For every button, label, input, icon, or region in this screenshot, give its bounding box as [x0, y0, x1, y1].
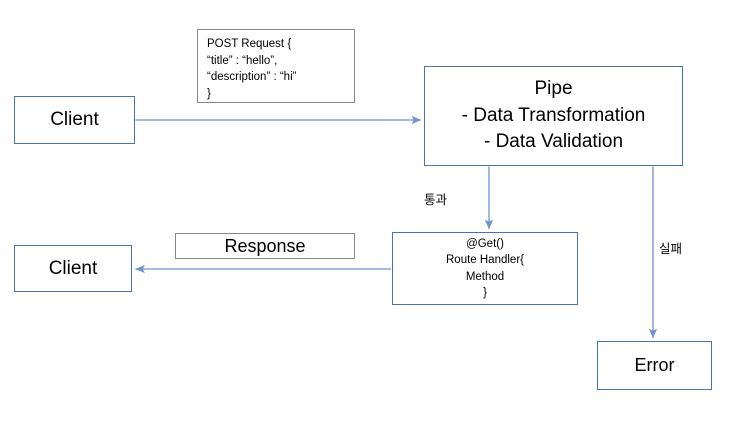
node-error[interactable]: Error: [597, 341, 712, 390]
node-response[interactable]: Response: [175, 233, 355, 259]
node-route-handler[interactable]: @Get() Route Handler{ Method }: [392, 232, 578, 305]
node-client-top[interactable]: Client: [14, 96, 135, 144]
edge-label-pass: 통과: [424, 193, 448, 207]
node-pipe[interactable]: Pipe - Data Transformation - Data Valida…: [424, 66, 683, 166]
node-post-request[interactable]: POST Request { “title” : “hello”, “descr…: [197, 29, 355, 103]
node-client-bottom[interactable]: Client: [14, 245, 132, 292]
edge-label-fail: 실패: [659, 242, 683, 256]
